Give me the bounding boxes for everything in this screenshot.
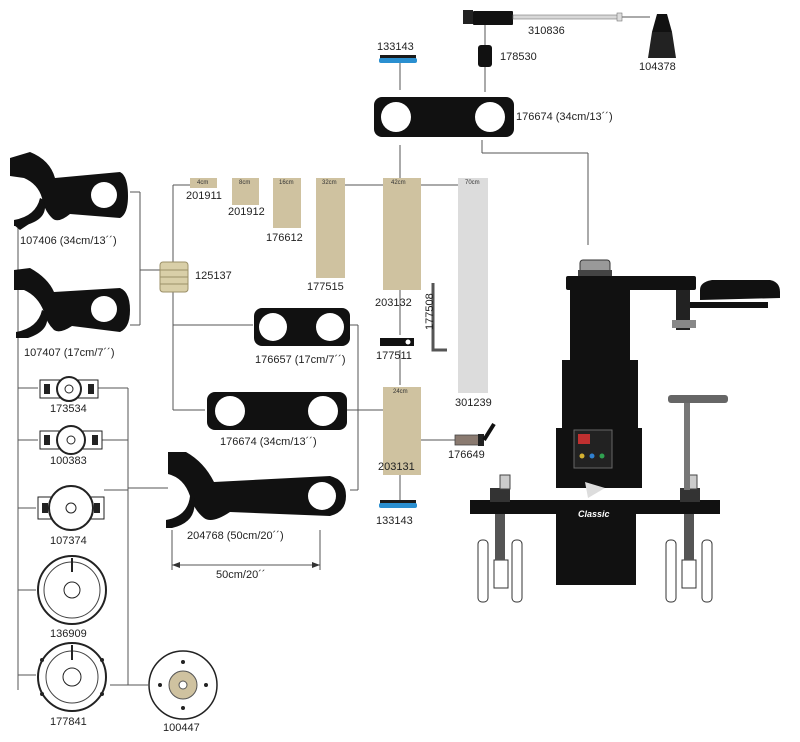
label-176612: 176612 xyxy=(266,232,303,244)
fork-107407 xyxy=(14,268,130,338)
leader-lines xyxy=(17,14,650,690)
plate-100383 xyxy=(39,425,103,455)
label-177841: 177841 xyxy=(50,716,87,728)
label-203131: 203131 xyxy=(378,461,415,473)
label-107406: 107406 (34cm/13´´) xyxy=(20,235,117,247)
plate-136909 xyxy=(37,555,107,625)
fork-204768 xyxy=(166,452,346,528)
dimension-label: 50cm/20´´ xyxy=(216,569,266,581)
hex-key-177508 xyxy=(431,283,447,352)
label-177508: 177508 xyxy=(424,293,436,330)
label-203132: 203132 xyxy=(375,297,412,309)
label-176674-mid: 176674 (34cm/13´´) xyxy=(220,436,317,448)
rod-310836 xyxy=(463,10,623,25)
label-107374: 107374 xyxy=(50,535,87,547)
tube-201912 xyxy=(232,178,259,205)
clamp-176674-top xyxy=(374,97,514,137)
size-32cm: 32cm xyxy=(322,180,337,186)
label-178530: 178530 xyxy=(500,51,537,63)
label-107407: 107407 (17cm/7´´) xyxy=(24,347,115,359)
adapter-125137 xyxy=(159,261,189,293)
label-310836: 310836 xyxy=(528,25,565,37)
plate-100447 xyxy=(148,650,218,720)
clamp-176649 xyxy=(454,422,496,446)
label-176674-top: 176674 (34cm/13´´) xyxy=(516,111,613,123)
label-177511: 177511 xyxy=(376,350,412,362)
label-204768: 204768 (50cm/20´´) xyxy=(187,530,284,542)
label-176649: 176649 xyxy=(448,449,485,461)
size-70cm: 70cm xyxy=(465,180,480,186)
label-136909: 136909 xyxy=(50,628,87,640)
cone-104378 xyxy=(648,14,676,58)
tube-177515 xyxy=(316,178,345,278)
spacer-178530 xyxy=(478,45,492,67)
label-173534: 173534 xyxy=(50,403,87,415)
size-4cm: 4cm xyxy=(197,180,209,186)
label-133143-top: 133143 xyxy=(377,41,414,53)
label-125137: 125137 xyxy=(195,270,232,282)
machine-body xyxy=(470,259,780,603)
clamp-176674-mid xyxy=(207,392,347,430)
pad-133143-bot xyxy=(379,500,417,508)
tube-203131 xyxy=(383,387,421,475)
pin-177511 xyxy=(380,338,414,346)
fork-107406 xyxy=(10,152,128,230)
tube-301239 xyxy=(458,178,488,393)
size-24cm: 24cm xyxy=(393,389,408,395)
plate-173534 xyxy=(39,376,99,402)
size-16cm: 16cm xyxy=(279,180,294,186)
label-133143-bot: 133143 xyxy=(376,515,413,527)
label-201912: 201912 xyxy=(228,206,265,218)
tube-203132 xyxy=(383,178,421,290)
size-8cm: 8cm xyxy=(239,180,251,186)
tube-176612 xyxy=(273,178,301,228)
label-176657: 176657 (17cm/7´´) xyxy=(255,354,346,366)
clamp-176657 xyxy=(254,308,350,346)
brand-logo: Classic xyxy=(578,509,610,519)
label-100447: 100447 xyxy=(163,722,200,734)
label-100383: 100383 xyxy=(50,455,87,467)
tube-201911 xyxy=(190,178,217,188)
pad-133143-top xyxy=(379,55,417,63)
plate-177841 xyxy=(37,642,107,712)
size-42cm: 42cm xyxy=(391,180,406,186)
label-177515: 177515 xyxy=(307,281,344,293)
label-201911: 201911 xyxy=(186,190,222,202)
label-104378: 104378 xyxy=(639,61,676,73)
label-301239: 301239 xyxy=(455,397,492,409)
plate-107374 xyxy=(37,485,105,531)
